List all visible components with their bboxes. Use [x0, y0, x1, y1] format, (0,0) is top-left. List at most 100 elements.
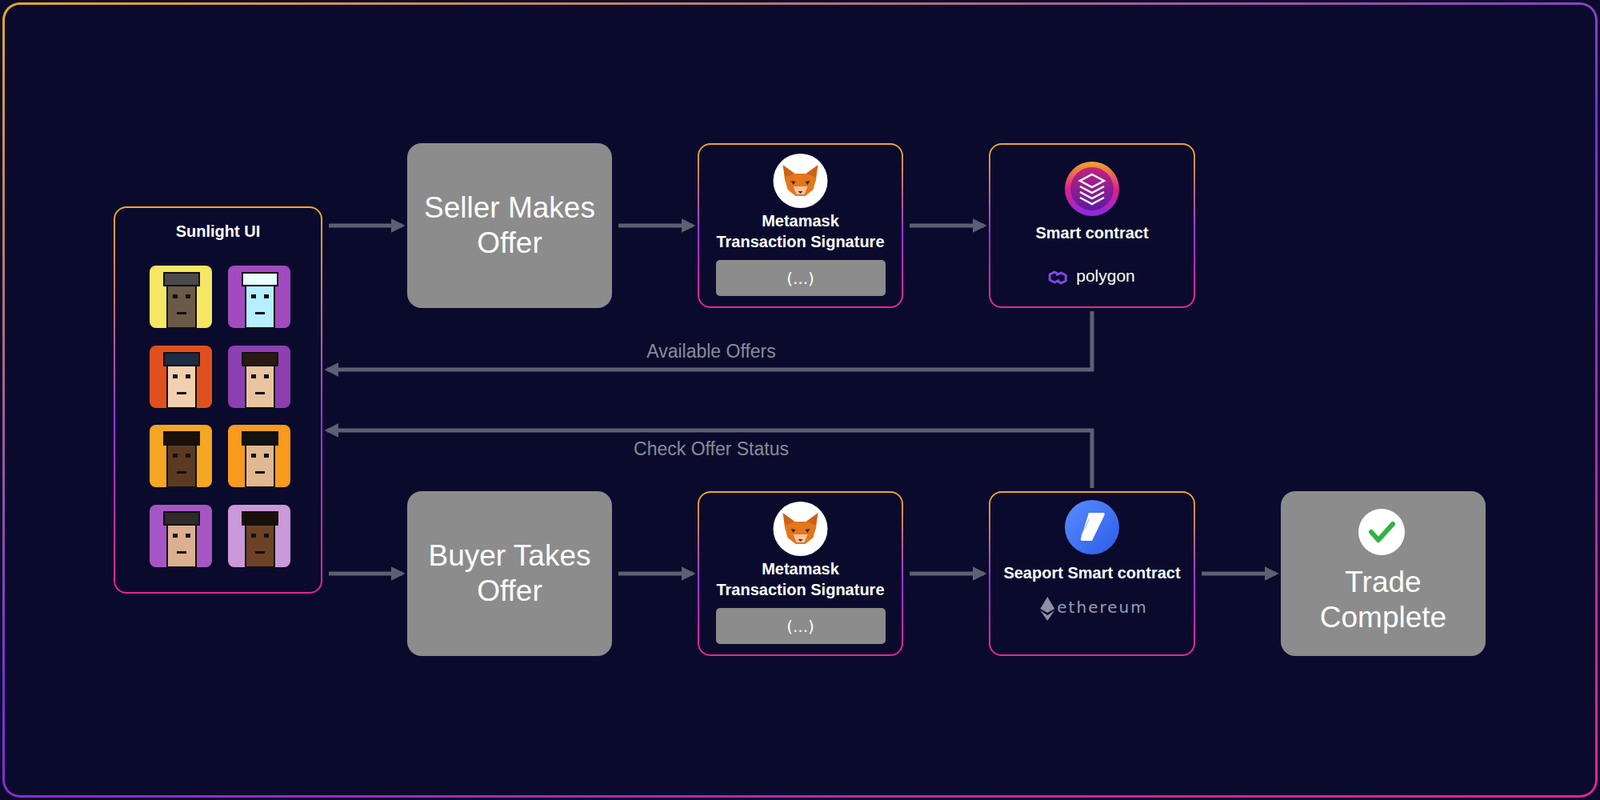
connector-arrow — [327, 311, 1092, 370]
avatar-mouth — [255, 312, 265, 315]
network-logo — [1049, 272, 1066, 284]
avatar-grid — [149, 265, 291, 568]
avatar-mouth — [255, 551, 265, 554]
avatar-mouth — [176, 471, 187, 474]
avatar-eye — [251, 453, 256, 458]
node-title: Seaport Smart contract — [1003, 562, 1180, 584]
avatar-hair — [242, 352, 278, 366]
avatar-eye — [264, 533, 269, 538]
node-title: (...) — [786, 268, 815, 288]
ethereum-logo — [1040, 596, 1055, 613]
sail-mark — [1080, 512, 1105, 541]
fox-ear — [783, 164, 796, 182]
node-title: (...) — [786, 616, 815, 636]
avatar-ground — [149, 265, 212, 328]
fox-cheek — [793, 534, 808, 543]
connector-arrow — [909, 224, 984, 228]
node-title: Metamask Transaction Signature — [699, 558, 902, 600]
avatar-ground — [228, 265, 291, 328]
fox-ear — [806, 512, 819, 530]
avatar-face — [167, 519, 196, 568]
avatar-face — [167, 360, 196, 408]
avatar-ground — [149, 345, 212, 408]
avatar-face — [245, 519, 275, 568]
avatar-eye — [185, 294, 191, 299]
icon-inner — [1070, 167, 1114, 211]
avatar-eye — [264, 294, 269, 299]
check-icon — [1358, 508, 1405, 556]
network-label: polygon — [1048, 266, 1136, 286]
avatar-ground — [228, 345, 291, 408]
avatar-image — [228, 265, 291, 328]
fox-eye — [805, 528, 811, 533]
avatar-ground — [228, 504, 291, 568]
avatar-image — [228, 504, 291, 568]
avatar-image — [228, 345, 291, 408]
icon-circle — [1358, 508, 1405, 556]
node-title: Sunlight UI — [176, 220, 261, 242]
metamask-icon — [773, 501, 828, 556]
connector-arrow — [618, 224, 693, 228]
node-title: Seller Makes Offer — [413, 190, 606, 261]
component-card: Sunlight UI — [113, 206, 323, 594]
avatar-hair — [164, 432, 200, 445]
connector-arrow — [909, 572, 984, 576]
layer-mark — [1080, 186, 1104, 193]
avatar-face — [167, 439, 196, 488]
avatar-eye — [172, 294, 178, 299]
avatar-image — [149, 504, 212, 568]
seaport-icon — [1064, 500, 1120, 555]
avatar-eye — [172, 533, 178, 538]
avatar-mouth — [176, 392, 187, 395]
icon-layer — [115, 208, 324, 596]
check-mark — [1371, 524, 1393, 540]
avatar-eye — [172, 374, 178, 379]
edge-label: Check Offer Status — [630, 438, 792, 460]
ethereum-logo — [1040, 610, 1055, 621]
avatar-ground — [228, 424, 291, 488]
fox-face — [784, 521, 817, 544]
avatar-ground — [149, 504, 212, 568]
avatar-eye — [185, 374, 191, 379]
connector-arrow — [328, 224, 403, 228]
avatar-mouth — [255, 392, 265, 395]
avatar-hair — [164, 272, 200, 286]
fox-eye — [791, 180, 796, 185]
avatar-face — [245, 280, 275, 328]
icon-circle — [1064, 500, 1120, 555]
avatar-eye — [185, 533, 191, 538]
layer-mark — [1080, 192, 1104, 199]
avatar-hair — [242, 272, 278, 286]
avatar-hair — [242, 512, 278, 525]
fox-face — [784, 173, 817, 196]
node-title: Smart contract — [1035, 222, 1148, 244]
fox-nose — [798, 191, 804, 194]
avatar-mouth — [255, 471, 265, 474]
avatar-eye — [172, 453, 178, 458]
polygon-logo — [1056, 272, 1066, 284]
avatar-face — [245, 439, 275, 488]
layer-mark — [1080, 197, 1104, 204]
avatar-ground — [149, 424, 212, 488]
fox-ear — [806, 164, 819, 182]
avatar-image — [228, 424, 291, 488]
avatar-eye — [264, 374, 269, 379]
icon-circle — [1064, 161, 1120, 216]
node-title: Trade Complete — [1287, 564, 1480, 636]
process-box: Seller Makes Offer — [407, 143, 612, 308]
avatar-eye — [251, 374, 256, 379]
avatar-image — [149, 345, 212, 408]
fox-ear — [783, 512, 796, 530]
icon-circle — [773, 153, 828, 208]
fox-eye — [805, 180, 811, 185]
node-title: Buyer Takes Offer — [413, 538, 606, 609]
avatar-hair — [164, 512, 200, 525]
placeholder-box: (...) — [716, 260, 886, 296]
contract-icon — [1064, 161, 1120, 216]
avatar-eye — [251, 533, 256, 538]
icon-circle — [773, 501, 828, 556]
node-title: Metamask Transaction Signature — [699, 210, 902, 252]
avatar-image — [149, 424, 212, 488]
avatar-image — [149, 265, 212, 328]
